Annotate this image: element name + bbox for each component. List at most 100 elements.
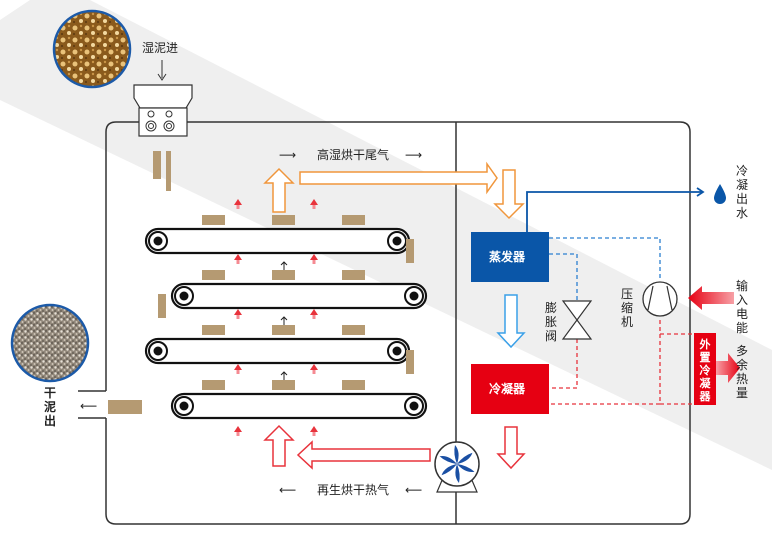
sludge-block — [202, 325, 225, 335]
expansion-valve-label: 膨胀阀 — [545, 301, 557, 343]
humid-exhaust-label: 高湿烘干尾气 — [317, 147, 389, 162]
label-char: 器 — [699, 390, 712, 403]
sludge-block — [202, 215, 225, 225]
label-char: 阀 — [545, 329, 557, 343]
compressor-label: 压缩机 — [621, 287, 633, 329]
label-char: 压 — [621, 287, 633, 301]
regenerated-hot-air-label: 再生烘干热气 — [317, 482, 389, 497]
heat-rise-arrow — [310, 309, 318, 319]
label-char: 胀 — [545, 315, 557, 329]
dry-sludge-image — [10, 303, 90, 383]
heat-rise-arrow — [310, 364, 318, 374]
dry-sludge-out-arrow: ⟵ — [80, 399, 97, 413]
evap-valve-line — [549, 253, 578, 301]
heat-rise-arrow — [310, 254, 318, 264]
heat-rise-arrow — [234, 199, 242, 209]
evap-to-cond-arrow — [496, 294, 526, 349]
label-char: 入 — [736, 293, 748, 307]
sludge-drop-block — [406, 350, 414, 374]
condensate-line — [526, 191, 702, 232]
sludge-block — [202, 380, 225, 390]
exhaust-down-arrow — [493, 169, 525, 220]
air-flow-arrow — [280, 316, 288, 325]
humid-exhaust-flow-right: ⟶ — [405, 148, 422, 162]
heat-rise-arrow — [310, 426, 318, 436]
wet-sludge-image — [52, 9, 132, 89]
sludge-drop-block — [406, 239, 414, 263]
hot-air-left-arrow — [296, 440, 431, 470]
exhaust-up-arrow — [263, 167, 295, 213]
dry-sludge-block — [108, 400, 142, 414]
conveyor-belt — [144, 337, 411, 365]
wet-sludge-in-label: 湿泥进 — [142, 40, 178, 55]
label-char: 量 — [736, 386, 748, 400]
label-char: 置 — [700, 351, 711, 364]
feed-arrow-head — [157, 73, 167, 81]
label-char: 出 — [736, 192, 748, 206]
heat-rise-arrow — [310, 199, 318, 209]
conveyor-belt — [170, 282, 428, 310]
sludge-block — [342, 380, 365, 390]
valve-cond-line — [549, 339, 578, 389]
label-char: 电 — [736, 307, 748, 321]
electric-input-arrow — [688, 286, 734, 310]
heat-rise-arrow — [234, 254, 242, 264]
sludge-block — [202, 270, 225, 280]
external-condenser-box — [694, 333, 716, 405]
label-char: 出 — [44, 413, 56, 428]
excess-heat-arrow — [716, 353, 740, 383]
cond-to-fan-arrow — [496, 426, 526, 470]
exhaust-right-arrow — [299, 161, 498, 195]
label-char: 外 — [699, 337, 711, 351]
evap-compressor-line — [549, 237, 661, 278]
water-drop-icon — [714, 184, 726, 204]
conveyor-belt — [144, 227, 411, 255]
regen-flow-right: ⟵ — [405, 483, 422, 497]
label-char: 膨 — [545, 301, 557, 315]
sludge-block — [272, 215, 295, 225]
label-char: 干 — [44, 386, 56, 400]
label-char: 水 — [736, 206, 748, 220]
sludge-block — [342, 270, 365, 280]
sludge-block — [272, 325, 295, 335]
evaporator-label: 蒸发器 — [489, 249, 526, 264]
evaporator-box — [471, 232, 549, 282]
condenser-label: 冷凝器 — [489, 381, 526, 396]
label-char: 能 — [736, 321, 748, 335]
fan-icon — [434, 441, 480, 493]
label-char: 冷 — [736, 164, 748, 178]
label-char: 输 — [736, 278, 748, 293]
label-char: 机 — [621, 315, 633, 329]
sludge-block — [342, 215, 365, 225]
regen-flow-left: ⟵ — [279, 483, 296, 497]
heat-rise-arrow — [234, 426, 242, 436]
conveyor-belt — [170, 392, 428, 420]
label-char: 缩 — [621, 300, 633, 315]
sludge-strip — [153, 151, 161, 179]
label-char: 多 — [736, 344, 748, 358]
sludge-block — [342, 325, 365, 335]
sludge-block — [272, 270, 295, 280]
heat-rise-arrow — [234, 309, 242, 319]
compressor-icon — [642, 281, 678, 317]
heat-rise-arrow — [234, 364, 242, 374]
dryer-frame — [105, 121, 691, 525]
sludge-drop-block — [158, 294, 166, 318]
condenser-box — [471, 364, 549, 414]
sludge-block — [272, 380, 295, 390]
condensate-arrowhead — [696, 187, 705, 197]
label-char: 凝 — [700, 376, 712, 390]
hot-air-up-arrow — [263, 424, 295, 467]
feeder-hopper-icon — [133, 84, 193, 137]
humid-exhaust-flow-left: ⟶ — [279, 148, 296, 162]
air-flow-arrow — [280, 371, 288, 380]
label-char: 余 — [736, 357, 748, 372]
dry-sludge-out-label: 干泥出 — [44, 386, 56, 428]
label-char: 凝 — [736, 177, 748, 192]
expansion-valve-icon — [561, 300, 593, 340]
